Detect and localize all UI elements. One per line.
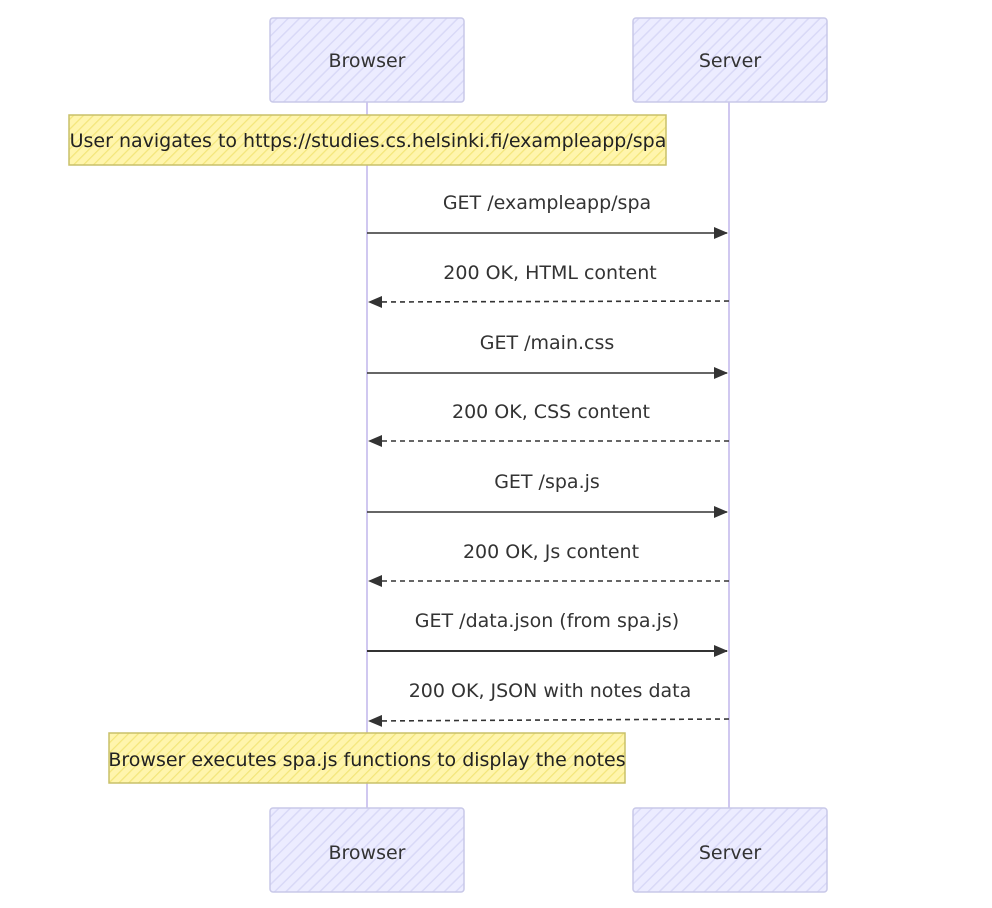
message-label: 200 OK, CSS content (452, 401, 650, 423)
message-label: 200 OK, JSON with notes data (409, 680, 692, 702)
message-4: 200 OK, CSS content (368, 401, 729, 447)
actor-browser-top: Browser (269, 17, 465, 103)
actor-server-top-label: Server (699, 50, 761, 72)
actor-browser-bottom-label: Browser (329, 842, 406, 864)
actor-browser-top-label: Browser (329, 50, 406, 72)
actor-server-bottom-label: Server (699, 842, 761, 864)
note-browser-executes-label: Browser executes spa.js functions to dis… (108, 749, 625, 771)
message-arrow-dashed (368, 714, 730, 727)
note-user-navigates: User navigates to https://studies.cs.hel… (68, 114, 667, 166)
message-label: GET /exampleapp/spa (443, 192, 651, 214)
message-label: GET /spa.js (494, 471, 600, 493)
message-1: GET /exampleapp/spa (367, 192, 728, 239)
message-6: 200 OK, Js content (368, 541, 729, 587)
message-arrow-dashed (368, 295, 730, 308)
actor-browser-bottom: Browser (269, 807, 465, 893)
actor-server-top: Server (632, 17, 828, 103)
message-label: GET /main.css (480, 332, 615, 354)
message-3: GET /main.css (367, 332, 728, 379)
message-2: 200 OK, HTML content (368, 262, 730, 308)
message-label: GET /data.json (from spa.js) (415, 610, 679, 632)
actor-server-bottom: Server (632, 807, 828, 893)
message-label: 200 OK, HTML content (443, 262, 656, 284)
note-browser-executes: Browser executes spa.js functions to dis… (108, 732, 626, 784)
note-user-navigates-label: User navigates to https://studies.cs.hel… (70, 130, 667, 152)
message-label: 200 OK, Js content (463, 541, 639, 563)
message-8: 200 OK, JSON with notes data (368, 680, 730, 727)
message-5: GET /spa.js (367, 471, 728, 518)
message-7: GET /data.json (from spa.js) (367, 610, 728, 657)
